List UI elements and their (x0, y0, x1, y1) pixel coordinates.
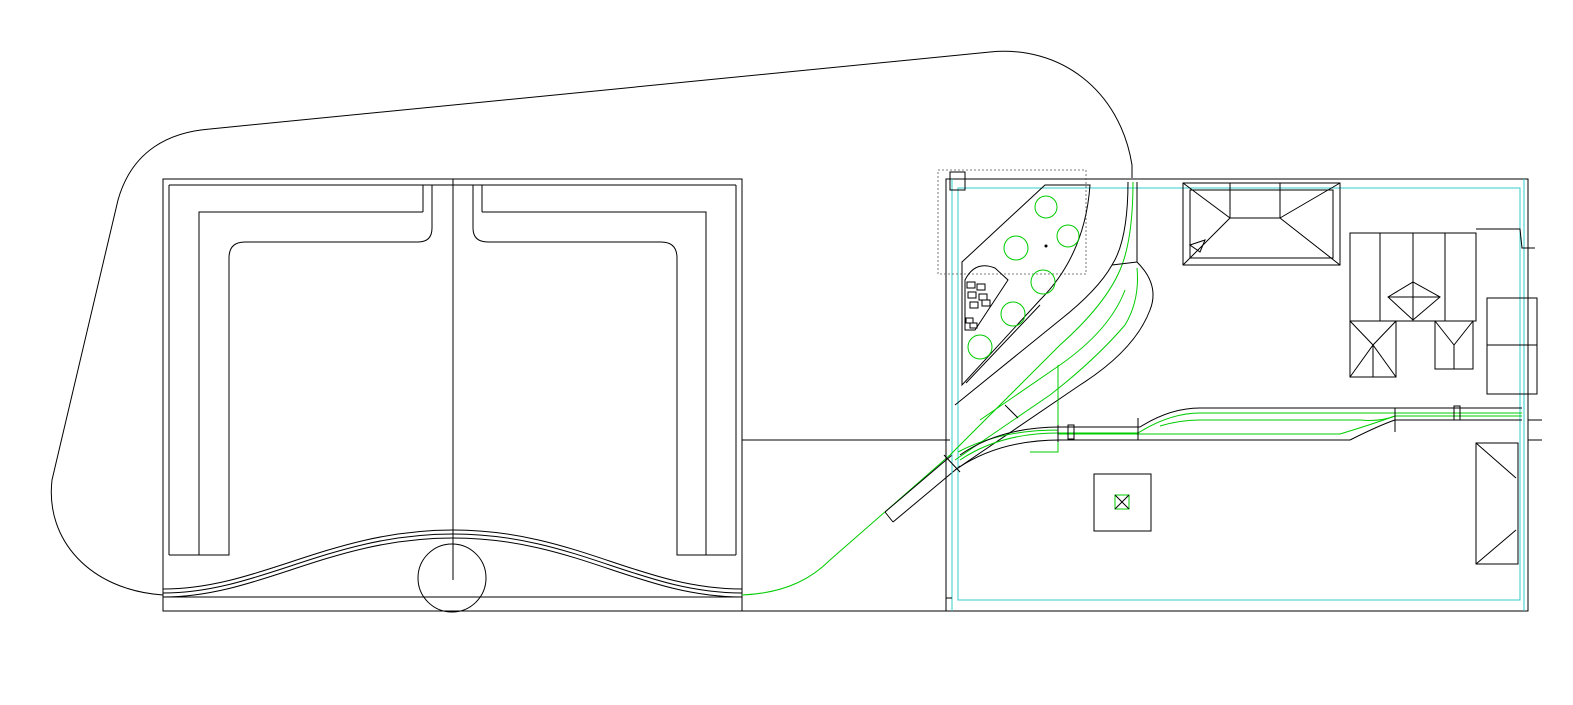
left-shelf-outer (169, 211, 423, 556)
front-track-rail-c (162, 537, 743, 598)
left-shelf-inner (199, 185, 433, 556)
tree-6 (967, 334, 993, 360)
small-huts (965, 281, 991, 329)
station-building (1182, 182, 1341, 266)
main-track-green-1 (959, 412, 1522, 461)
town-buildings (1349, 228, 1538, 395)
goods-shed (1475, 442, 1519, 565)
room-boundary (50, 50, 1133, 596)
right-module-edge-inner (957, 187, 1521, 601)
tree-2 (1003, 235, 1029, 261)
tree-4 (1030, 269, 1056, 295)
right-shelf-outer (482, 211, 736, 556)
buffer-stop-right (1453, 405, 1461, 421)
main-track-bed-bottom (957, 419, 1522, 469)
park-area-outline (961, 184, 1091, 387)
buffer-stop-left (1067, 424, 1075, 440)
platform-building (964, 265, 1009, 331)
front-track-rail-a (162, 529, 743, 590)
spur-track (957, 365, 1059, 453)
tree-1 (1034, 195, 1058, 219)
park-area-outline-inner (965, 304, 1041, 384)
main-track-passing-loop (1159, 415, 1396, 427)
front-track-rail-b (162, 533, 743, 594)
curve-track-joint (1111, 261, 1138, 266)
turntable-circle (417, 543, 487, 613)
signal-box (1093, 473, 1152, 532)
right-module-frame (945, 178, 1529, 612)
curve-track-joint-3 (943, 454, 961, 473)
small-marker (949, 171, 966, 191)
survey-point (1044, 244, 1048, 248)
selection-box (937, 169, 1087, 275)
main-track-green-2 (1058, 415, 1522, 435)
curve-track-green-1 (949, 181, 1134, 456)
tree-5 (1000, 301, 1026, 327)
connecting-track-curve (741, 454, 951, 596)
curve-track-outer-2 (954, 182, 1154, 471)
curve-track-joint-2 (1004, 404, 1019, 419)
tree-3 (1056, 224, 1080, 248)
main-track-bed-top (959, 407, 1522, 456)
right-shelf-inner (472, 185, 706, 556)
connecting-track-bed (884, 454, 961, 523)
curve-track-green-2 (954, 267, 1138, 461)
curve-track-green-3 (979, 289, 1126, 421)
